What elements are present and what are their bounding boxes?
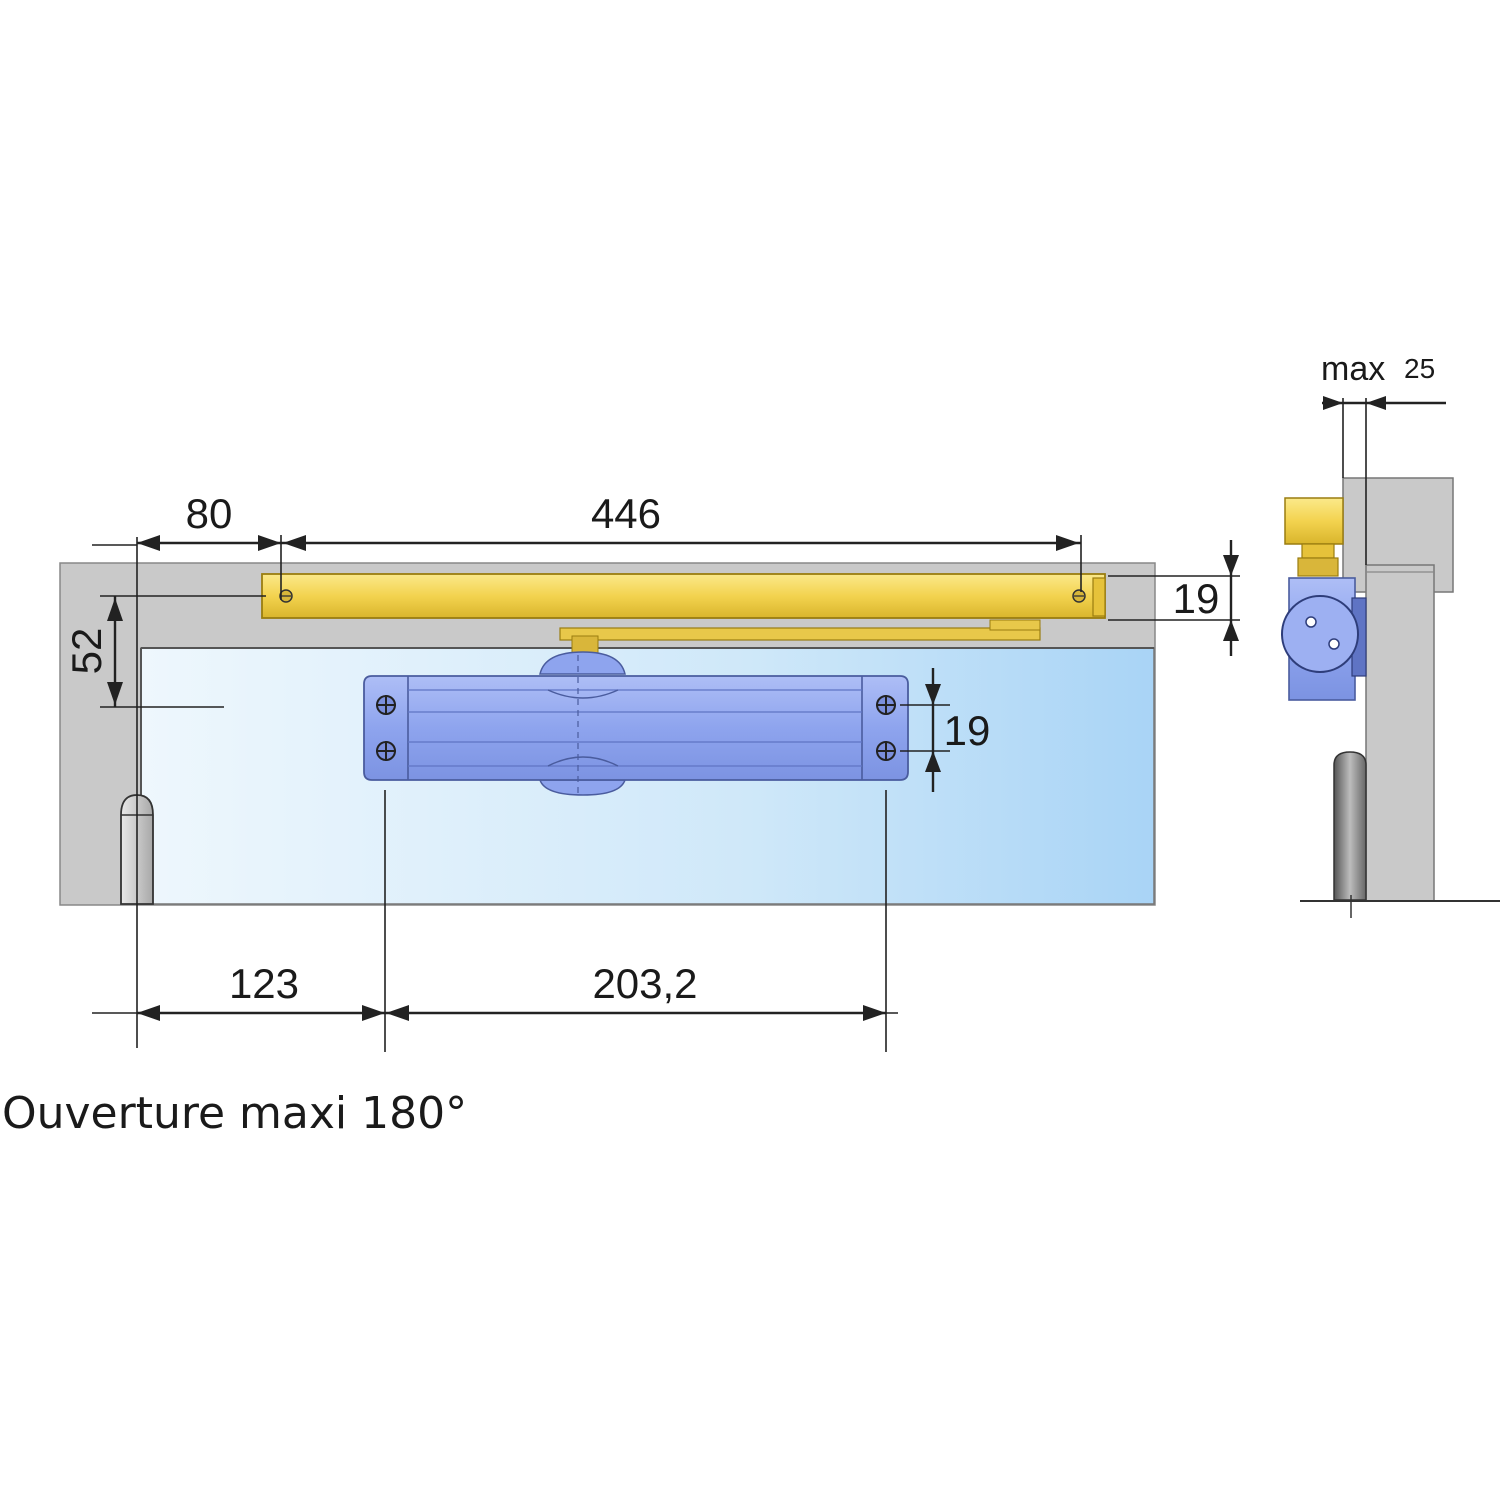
- dim-446-label: 446: [591, 490, 661, 537]
- dim-203-label: 203,2: [592, 960, 697, 1007]
- dimension-max-25: max 25: [1321, 350, 1446, 410]
- dimension-19-body: 19: [925, 668, 990, 792]
- opening-caption: Ouverture maxi 180°: [2, 1088, 468, 1139]
- dim-52-label: 52: [63, 628, 110, 675]
- pinion-icon: [1281, 595, 1359, 673]
- dimension-80: 80: [137, 490, 281, 551]
- dim-80-label: 80: [186, 490, 233, 537]
- max-value-label: 25: [1404, 353, 1435, 384]
- body-screw-icon: [376, 741, 396, 761]
- dimension-52: 52: [63, 596, 123, 707]
- side-view: max 25: [1281, 350, 1500, 918]
- body-screw-icon: [876, 695, 896, 715]
- dim-19-body-label: 19: [944, 707, 991, 754]
- max-label: max: [1321, 350, 1385, 388]
- dim-19-rail-label: 19: [1173, 575, 1220, 622]
- side-closer-body: [1281, 577, 1367, 701]
- dimension-19-rail: 19: [1173, 540, 1239, 656]
- dimension-446: 446: [281, 490, 1081, 551]
- dim-123-label: 123: [229, 960, 299, 1007]
- dimension-123: 123: [137, 960, 385, 1021]
- closer-body: [363, 651, 909, 796]
- side-hinge-icon: [1333, 751, 1367, 901]
- body-screw-icon: [376, 695, 396, 715]
- side-rail: [1284, 497, 1344, 545]
- body-screw-icon: [876, 741, 896, 761]
- side-door-leaf: [1365, 564, 1435, 902]
- front-view: 80 446 19 52 19: [59, 490, 1240, 1052]
- closer-arm: [559, 619, 1041, 657]
- dimension-203-2: 203,2: [385, 960, 886, 1021]
- slide-rail: [261, 573, 1106, 619]
